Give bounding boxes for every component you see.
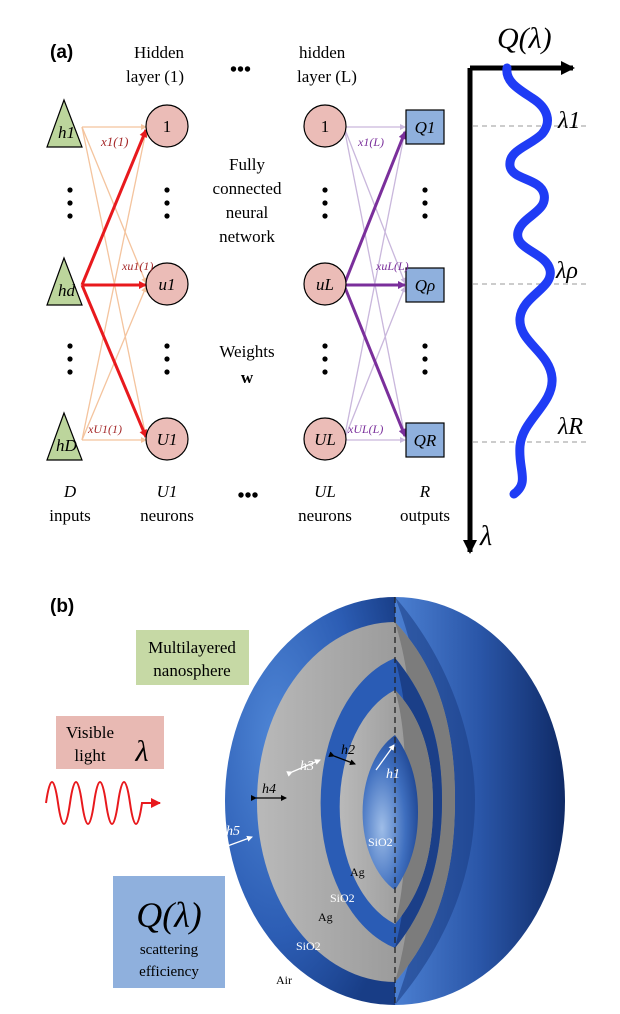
output-QR: QR — [405, 422, 445, 458]
multilayer-label-box: Multilayered nanosphere — [136, 630, 249, 685]
h3-label: h3 — [300, 759, 314, 774]
svg-text:Q(λ): Q(λ) — [136, 895, 202, 935]
svg-text:light: light — [74, 746, 105, 765]
svg-text:UL: UL — [314, 482, 336, 501]
svg-text:neurons: neurons — [298, 506, 352, 525]
panel-b-label: (b) — [50, 596, 74, 617]
bottom-labels: D inputs U1 neurons ••• UL neurons R out… — [49, 482, 450, 525]
svg-text:UL: UL — [314, 430, 336, 449]
svg-text:scattering: scattering — [140, 942, 199, 958]
h4-label: h4 — [262, 782, 276, 797]
lambda-rho-label: λρ — [555, 258, 578, 284]
svg-text:outputs: outputs — [400, 506, 450, 525]
sio2-core-label: SiO2 — [368, 835, 393, 849]
center-description: Fully connected neural network Weights w — [213, 155, 282, 387]
air-label: Air — [276, 973, 292, 987]
neuron-layerL-1: 1 — [303, 104, 347, 148]
q-axis-label: Q(λ) — [497, 22, 552, 55]
svg-text:efficiency: efficiency — [139, 964, 199, 980]
svg-text:w: w — [241, 368, 254, 387]
svg-text:QR: QR — [414, 431, 437, 450]
output-Q1: Q1 — [405, 109, 445, 145]
vertical-ellipses — [67, 187, 428, 375]
svg-text:R: R — [419, 482, 431, 501]
hidden-layer-L-title-line2: layer (L) — [297, 67, 357, 86]
neuron-layer1-u1: u1 — [145, 262, 189, 306]
svg-text:u1: u1 — [159, 275, 176, 294]
svg-text:Fully: Fully — [229, 155, 265, 174]
x-label-x1-1: x1(1) — [100, 134, 128, 149]
h1-label: h1 — [386, 767, 400, 782]
lambda-R-label: λR — [557, 414, 583, 440]
scattering-efficiency-box: Q(λ) scattering efficiency — [113, 876, 225, 988]
input-hD: hD — [46, 411, 83, 461]
visible-light-box: Visible light λ — [56, 716, 164, 769]
svg-text:uL: uL — [316, 275, 334, 294]
svg-text:1: 1 — [163, 117, 172, 136]
input-h1-label: h1 — [58, 123, 75, 142]
svg-text:Visible: Visible — [66, 723, 114, 742]
neuron-layer1-U1: U1 — [145, 417, 189, 461]
hidden-layer-L-title-line1: hidden — [299, 43, 346, 62]
neuron-layerL-UL: UL — [303, 417, 347, 461]
svg-text:Q1: Q1 — [415, 118, 436, 137]
h5-label: h5 — [226, 824, 240, 839]
h2-label: h2 — [341, 743, 355, 758]
input-hd-label: hd — [58, 281, 76, 300]
x-label-x1-L: x1(L) — [357, 135, 384, 149]
uL-connections — [342, 131, 407, 437]
x-label-xuL: xuL(L) — [375, 259, 409, 273]
svg-text:U1: U1 — [157, 430, 178, 449]
svg-text:nanosphere: nanosphere — [153, 661, 230, 680]
hd-connections — [80, 129, 148, 438]
svg-text:Qρ: Qρ — [415, 276, 435, 295]
svg-text:connected: connected — [213, 179, 282, 198]
svg-text:inputs: inputs — [49, 506, 91, 525]
neuron-layer1-1: 1 — [145, 104, 189, 148]
svg-text:λ: λ — [135, 735, 149, 768]
spectrum-plot: Q(λ) λ λ1 λρ λR — [463, 22, 590, 554]
output-Qrho: Qρ — [405, 267, 445, 303]
nanosphere: h2 h3 h4 h5 h1 SiO2 Ag SiO2 Ag SiO2 Air — [216, 597, 565, 1005]
wavelength-guides — [473, 125, 590, 443]
sio2-mid-label: SiO2 — [330, 891, 355, 905]
svg-text:1: 1 — [321, 117, 330, 136]
sio2-outer-label: SiO2 — [296, 939, 321, 953]
hidden-layer-1-title-line1: Hidden — [134, 43, 185, 62]
svg-text:D: D — [63, 482, 77, 501]
input-h1: h1 — [46, 98, 83, 148]
svg-text:neural: neural — [226, 203, 269, 222]
lambda-axis-label: λ — [479, 521, 492, 552]
ag-outer-label: Ag — [318, 910, 333, 924]
bottom-ellipsis: ••• — [237, 485, 258, 507]
top-ellipsis: ••• — [230, 59, 251, 81]
svg-text:neurons: neurons — [140, 506, 194, 525]
input-hD-label: hD — [56, 436, 78, 455]
lambda-1-label: λ1 — [557, 108, 580, 134]
hidden-layer-1-title-line2: layer (1) — [126, 67, 184, 86]
svg-text:Weights: Weights — [219, 342, 274, 361]
x-label-xu1: xu1(1) — [121, 259, 153, 273]
svg-text:Multilayered: Multilayered — [148, 638, 236, 657]
ag-inner-label: Ag — [350, 865, 365, 879]
svg-text:U1: U1 — [157, 482, 178, 501]
x-label-xUL: xUL(L) — [347, 422, 383, 436]
panel-a-label: (a) — [50, 42, 73, 63]
light-wave-icon — [45, 781, 161, 825]
neuron-layerL-uL: uL — [303, 262, 347, 306]
input-hd: hd — [46, 256, 83, 306]
svg-text:network: network — [219, 227, 275, 246]
q-spectrum-curve — [502, 63, 557, 499]
x-label-xU1: xU1(1) — [87, 422, 122, 436]
